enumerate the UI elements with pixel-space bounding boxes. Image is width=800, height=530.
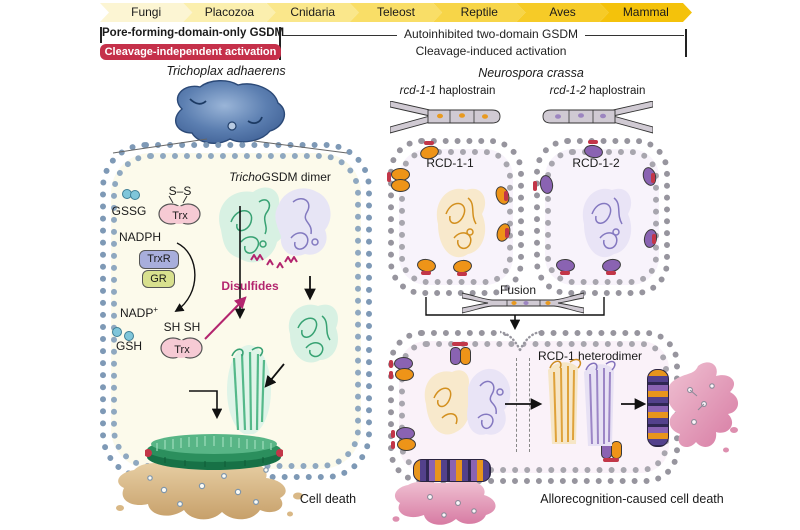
taxon-reptile: Reptile: [433, 3, 525, 22]
trichogsdm-dimer-label: TrichoGSDM dimer: [212, 170, 348, 185]
strain2-rest: haplostrain: [589, 85, 646, 97]
nadp-text: NADP: [119, 306, 154, 320]
membrane-anchor: [603, 458, 619, 462]
gsdm-prepore-fibril: [227, 345, 271, 434]
gsdm-membrane-pore: [145, 434, 283, 470]
taxon-mammal: Mammal: [600, 3, 692, 22]
heterodimer-label: RCD-1 heterodimer: [537, 349, 643, 363]
thioredoxin-oxidized: Trx: [158, 203, 201, 225]
strain2-gene: rcd-1-2: [549, 85, 587, 97]
disulfides-label: Disulfides: [221, 279, 279, 293]
membrane-anchor: [387, 172, 391, 182]
membrane-anchor: [424, 141, 434, 145]
rcd12-protein-structure: [582, 188, 632, 258]
rcd1-heterodimer-structure: [424, 368, 511, 435]
cell-death-splash-bottom: [392, 479, 496, 525]
pore-anchor-red: [276, 449, 283, 457]
left-domain-label: Pore-forming-domain-only GSDM: [102, 27, 285, 39]
strain1-gene: rcd-1-1: [399, 85, 437, 97]
cleavage-independent-pill: Cleavage-independent activation: [100, 44, 281, 60]
trxr-enzyme-box: TrxR: [139, 250, 179, 269]
taxon-fungi: Fungi: [100, 3, 192, 22]
gsh-label: GSH: [115, 339, 142, 353]
nadp-plus: +: [153, 305, 158, 314]
membrane-anchor: [504, 191, 508, 201]
gsdm-monomer-structure: [288, 304, 339, 363]
rcd12-label: RCD-1-2: [572, 156, 620, 170]
rcd11-label: RCD-1-1: [426, 156, 474, 170]
nadph-label: NADPH: [118, 230, 161, 244]
trichoplax-label: Trichoplax adhaerens: [166, 64, 286, 78]
membrane-anchor: [389, 371, 393, 379]
fusing-hyphae: [462, 292, 584, 314]
gsh-molecule-dot: [124, 331, 134, 341]
gr-enzyme-box: GR: [142, 270, 175, 288]
trx-bottom-label: Trx: [174, 344, 190, 356]
thioredoxin-reduced: Trx: [160, 337, 203, 359]
cell-death-splash-right: [667, 362, 739, 453]
disulfide-bond-label: S–S: [168, 184, 192, 198]
membrane-anchor: [391, 430, 395, 438]
trx-top-label: Trx: [172, 210, 188, 222]
thiols-label: SH SH: [163, 320, 201, 334]
taxon-teleost: Teleost: [350, 3, 442, 22]
nadp-label: NADP+: [110, 305, 168, 321]
membrane-anchor: [588, 140, 598, 144]
membrane-anchor: [606, 271, 616, 275]
right-domain-label: Autoinhibited two-domain GSDM: [403, 27, 579, 41]
rcd11-protein-structure: [436, 188, 486, 258]
membrane-anchor: [651, 173, 655, 183]
membrane-anchor: [421, 271, 431, 275]
bracket-tick: [100, 27, 102, 43]
membrane-anchor: [391, 441, 395, 449]
disulfide-bond-marks: [250, 254, 298, 269]
allorecognition-death-label: Allorecognition-caused cell death: [540, 492, 724, 506]
strain1-rest: haplostrain: [439, 85, 496, 97]
rcd11-oligomer: [391, 179, 410, 192]
right-activation-label: Cleavage-induced activation: [415, 44, 567, 58]
taxon-aves: Aves: [516, 3, 608, 22]
organism-pore-mark: [227, 121, 237, 131]
membrane-anchor: [652, 234, 656, 244]
fusion-label: Fusion: [499, 283, 537, 297]
heterodimer-oligomer: [395, 368, 414, 381]
heterodimer-pore-bottom: [413, 459, 491, 482]
membrane-anchor: [457, 272, 467, 276]
membrane-anchor: [560, 271, 570, 275]
taxon-cnidaria: Cnidaria: [267, 3, 359, 22]
dimer-label-italic: Tricho: [229, 170, 262, 184]
heterodimer-oligomer: [460, 347, 471, 365]
bracket-line: [283, 35, 397, 37]
gsh-molecule-dot: [112, 327, 122, 337]
taxa-banner: Fungi Placozoa Cnidaria Teleost Reptile …: [100, 3, 692, 22]
hypha-rcd12: [542, 101, 653, 134]
dissolving-septum-dash: [529, 358, 530, 452]
heterodimer-pore-side: [647, 369, 669, 447]
pore-anchor-red: [145, 449, 152, 457]
cell-death-label: Cell death: [299, 492, 357, 506]
dissolving-septum-dash: [516, 358, 517, 452]
neurospora-label: Neurospora crassa: [478, 66, 584, 80]
bracket-line: [585, 35, 684, 37]
bracket-tick: [279, 27, 281, 60]
dimer-label-rest: GSDM dimer: [261, 170, 331, 184]
gssg-molecule-dot: [130, 190, 140, 200]
bracket-tick: [685, 29, 687, 57]
membrane-anchor: [533, 181, 537, 191]
membrane-anchor: [452, 342, 468, 346]
heterodimer-oligomer: [397, 438, 416, 451]
membrane-fusion-notch: [500, 326, 540, 352]
cell-death-splash-left: [116, 460, 303, 520]
trichogsdm-dimer-structure: [219, 187, 331, 269]
membrane-anchor: [389, 360, 393, 368]
gssg-label: GSSG: [111, 204, 147, 218]
membrane-anchor: [505, 228, 509, 238]
heterodimer-fibrils: [548, 358, 616, 446]
hypha-rcd11: [390, 101, 501, 134]
taxon-placozoa: Placozoa: [183, 3, 275, 22]
trichoplax-organism-illustration: [174, 80, 286, 144]
